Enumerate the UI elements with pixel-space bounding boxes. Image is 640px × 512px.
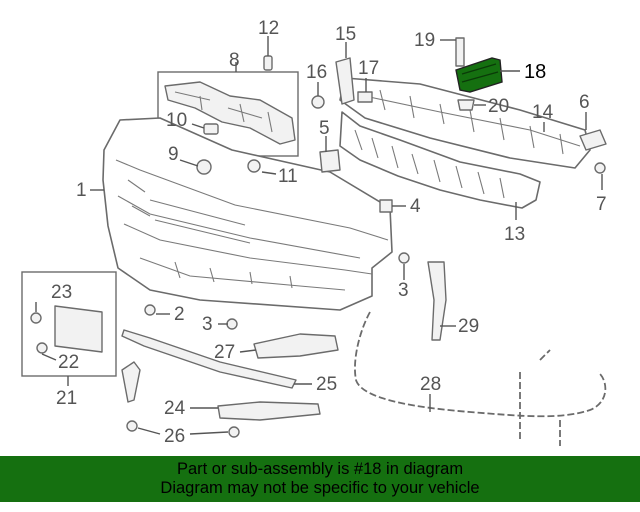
part-19-bolt <box>455 37 465 67</box>
callout-labels: 12 8 15 16 17 19 18 20 14 6 10 5 9 11 1 … <box>51 18 607 447</box>
part-29-bracket <box>427 261 447 341</box>
part-28-harness <box>354 311 607 446</box>
part-25-trim <box>121 329 297 389</box>
part-20-nut <box>457 99 475 111</box>
part-7-screw <box>594 162 606 174</box>
callout-17: 17 <box>358 58 379 79</box>
banner-line-1: Part or sub-assembly is #18 in diagram <box>176 460 464 478</box>
part-2-screw <box>144 304 156 316</box>
part-14-impact-bar <box>339 77 591 169</box>
part-12-fastener <box>263 55 273 71</box>
info-banner: Part or sub-assembly is #18 in diagram D… <box>0 456 640 502</box>
callout-13: 13 <box>504 224 525 245</box>
callout-21: 21 <box>56 388 77 409</box>
callout-18: 18 <box>524 61 546 83</box>
callout-27: 27 <box>214 342 235 363</box>
part-26-screw-right <box>228 426 240 438</box>
callout-7: 7 <box>596 194 607 215</box>
callout-3-upper: 3 <box>398 280 409 301</box>
callout-25: 25 <box>316 374 337 395</box>
callout-23: 23 <box>51 282 72 303</box>
callout-29: 29 <box>458 316 479 337</box>
callout-14: 14 <box>532 102 554 123</box>
part-21-plate-bracket <box>54 305 103 353</box>
callout-3-lower: 3 <box>202 314 213 335</box>
part-24-trim-strip <box>217 401 321 421</box>
part-18-highlighted <box>455 57 503 93</box>
part-15-bracket <box>335 57 355 105</box>
part-5-bracket <box>319 149 341 173</box>
part-16-bolt <box>311 95 325 109</box>
part-6-sensor <box>579 129 607 151</box>
callout-9: 9 <box>168 144 179 165</box>
part-9-bolt <box>196 159 212 175</box>
callout-19: 19 <box>414 30 435 51</box>
part-26-screw-left <box>126 420 138 432</box>
part-10-clip <box>203 123 219 135</box>
callout-12: 12 <box>258 18 279 39</box>
parts-diagram: 12 8 15 16 17 19 18 20 14 6 10 5 9 11 1 … <box>21 18 607 447</box>
part-17-nut <box>357 91 373 103</box>
callout-16: 16 <box>306 62 327 83</box>
callout-26: 26 <box>164 426 185 447</box>
callout-28: 28 <box>420 374 441 395</box>
callout-20: 20 <box>488 96 509 117</box>
part-23-screw <box>30 312 42 324</box>
part-27-bezel <box>253 333 339 359</box>
callout-24: 24 <box>164 398 186 419</box>
part-3-screw-lower <box>226 318 238 330</box>
callout-4: 4 <box>410 196 421 217</box>
part-13-absorber <box>339 111 541 209</box>
callout-8: 8 <box>229 50 240 71</box>
callout-15: 15 <box>335 24 356 45</box>
callout-6: 6 <box>579 92 590 113</box>
part-11-nut <box>247 159 261 173</box>
callout-5: 5 <box>319 118 330 139</box>
callout-2: 2 <box>174 304 185 325</box>
callout-11: 11 <box>278 166 298 187</box>
leader-lines <box>35 36 603 435</box>
part-22-screw <box>36 342 48 354</box>
part-24-trim-left <box>121 361 141 403</box>
banner-line-2: Diagram may not be specific to your vehi… <box>160 479 480 497</box>
part-4-clip <box>379 199 393 213</box>
callout-22: 22 <box>58 352 79 373</box>
part-3-screw-upper <box>398 252 410 264</box>
callout-1: 1 <box>76 180 87 201</box>
callout-10: 10 <box>166 110 187 131</box>
